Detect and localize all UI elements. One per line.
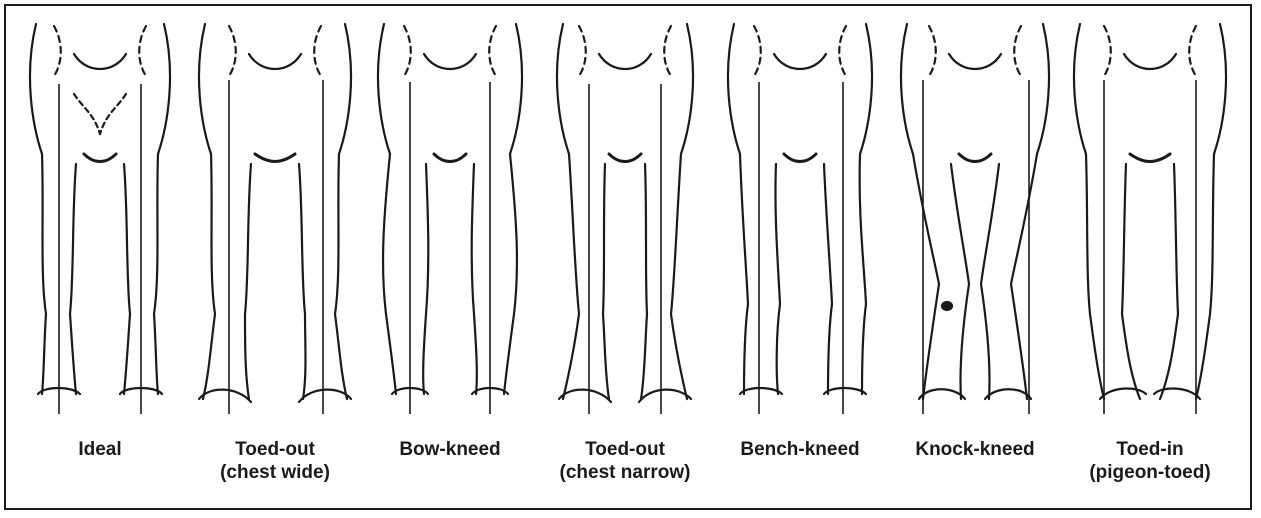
panel-toed-in-pigeon-toed: Toed-in (pigeon-toed) [1064, 6, 1236, 512]
bow-kneed-legs-illustration [364, 14, 536, 419]
ideal-legs-illustration [14, 14, 186, 419]
caption-toed-out-chest-wide-line2: (chest wide) [189, 461, 361, 484]
caption-ideal: Ideal [14, 438, 186, 461]
panel-toed-out-chest-narrow: Toed-out (chest narrow) [539, 6, 711, 512]
caption-ideal-line1: Ideal [14, 438, 186, 461]
caption-knock-kneed: Knock-kneed [889, 438, 1061, 461]
caption-toed-out-chest-narrow: Toed-out (chest narrow) [539, 438, 711, 484]
caption-bench-kneed-line1: Bench-kneed [714, 438, 886, 461]
toed-in-pigeon-toed-legs-illustration [1064, 14, 1236, 419]
panel-bench-kneed: Bench-kneed [714, 6, 886, 512]
caption-bench-kneed: Bench-kneed [714, 438, 886, 461]
toed-out-chest-wide-legs-illustration [189, 14, 361, 419]
caption-bow-kneed-line1: Bow-kneed [364, 438, 536, 461]
panel-bow-kneed: Bow-kneed [364, 6, 536, 512]
caption-toed-in-pigeon-toed-line2: (pigeon-toed) [1064, 461, 1236, 484]
panel-ideal: Ideal [14, 6, 186, 512]
caption-knock-kneed-line1: Knock-kneed [889, 438, 1061, 461]
caption-toed-out-chest-wide: Toed-out (chest wide) [189, 438, 361, 484]
diagram-frame: Ideal [4, 4, 1252, 510]
panel-toed-out-chest-wide: Toed-out (chest wide) [189, 6, 361, 512]
caption-toed-in-pigeon-toed-line1: Toed-in [1064, 438, 1236, 461]
caption-bow-kneed: Bow-kneed [364, 438, 536, 461]
caption-toed-in-pigeon-toed: Toed-in (pigeon-toed) [1064, 438, 1236, 484]
bench-kneed-legs-illustration [714, 14, 886, 419]
caption-toed-out-chest-narrow-line2: (chest narrow) [539, 461, 711, 484]
caption-toed-out-chest-narrow-line1: Toed-out [539, 438, 711, 461]
toed-out-chest-narrow-legs-illustration [539, 14, 711, 419]
caption-toed-out-chest-wide-line1: Toed-out [189, 438, 361, 461]
panel-knock-kneed: Knock-kneed [889, 6, 1061, 512]
knock-kneed-legs-illustration [889, 14, 1061, 419]
